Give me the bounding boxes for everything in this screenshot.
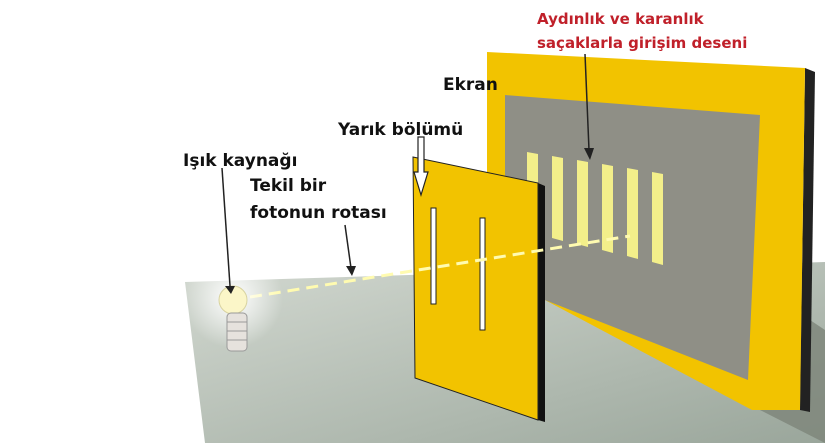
pattern-label-1: Aydınlık ve karanlık [537,10,705,28]
pattern-pointer [584,53,590,151]
slit-section-arrow-icon [413,136,429,198]
pattern-label-2: saçaklarla girişim deseni [537,34,747,52]
arrowhead [346,266,356,276]
bright-fringe [652,172,663,265]
photon-path-label-2: fotonun rotası [250,203,387,223]
arrowhead [584,148,594,160]
slit-section-label: Yarık bölümü [337,120,463,140]
photon-path-pointer [344,224,352,269]
screen [487,52,815,412]
light-source-label: Işık kaynağı [183,151,297,171]
photon-path [249,234,631,299]
interference-fringes [527,152,663,265]
bright-fringe [602,164,613,253]
bright-fringe [627,168,638,259]
arrowhead [225,286,235,294]
slit-panel [412,156,545,422]
bright-fringe [552,156,563,241]
screen-label: Ekran [443,75,498,95]
photon-path-label-1: Tekil bir [250,176,327,196]
bright-fringe [577,160,588,247]
slit-1 [430,207,437,305]
light-bulb-icon [183,248,283,352]
light-source-pointer [221,167,231,287]
slit-2 [479,217,486,331]
